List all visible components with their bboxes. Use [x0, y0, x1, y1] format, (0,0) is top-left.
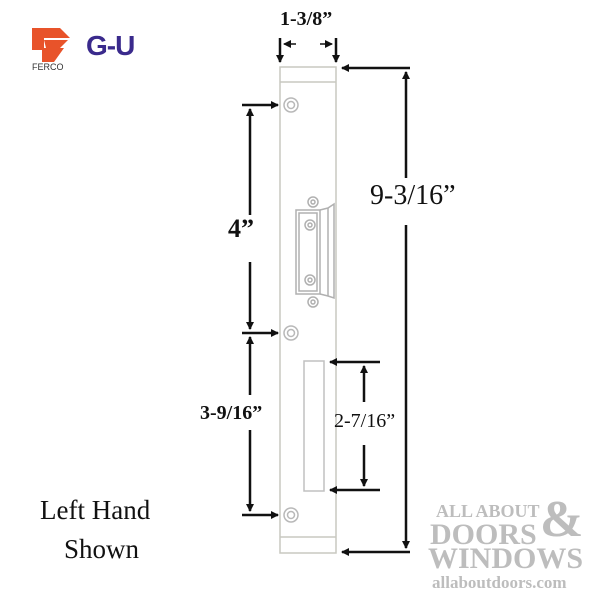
caption-line2: Shown [64, 534, 140, 564]
watermark-line2: DOORS [430, 518, 537, 551]
ferco-logo: FERCO [30, 26, 74, 76]
watermark-ampersand: & [540, 491, 584, 548]
bottom-hole-spacing-label: 3-9/16” [200, 402, 263, 424]
watermark-url: allaboutdoors.com [432, 573, 567, 592]
latch-keeper [295, 196, 335, 308]
cutout [303, 360, 325, 492]
top-hole-spacing-label: 4” [228, 214, 254, 243]
watermark-line3: WINDOWS [428, 542, 584, 575]
width-dimension-label: 1-3/8” [280, 8, 333, 30]
dimension-lines [242, 38, 410, 556]
watermark-line1: ALL ABOUT [436, 501, 540, 521]
gu-logo: G-U [86, 30, 135, 61]
strike-plate [279, 66, 337, 554]
ferco-label: FERCO [32, 62, 64, 72]
cutout-length-label: 2-7/16” [334, 410, 396, 432]
caption-line1: Left Hand [40, 495, 151, 525]
overall-length-dimension-label: 9-3/16” [370, 180, 456, 211]
screw-holes [283, 97, 299, 523]
ferco-logo-mark [32, 28, 70, 62]
